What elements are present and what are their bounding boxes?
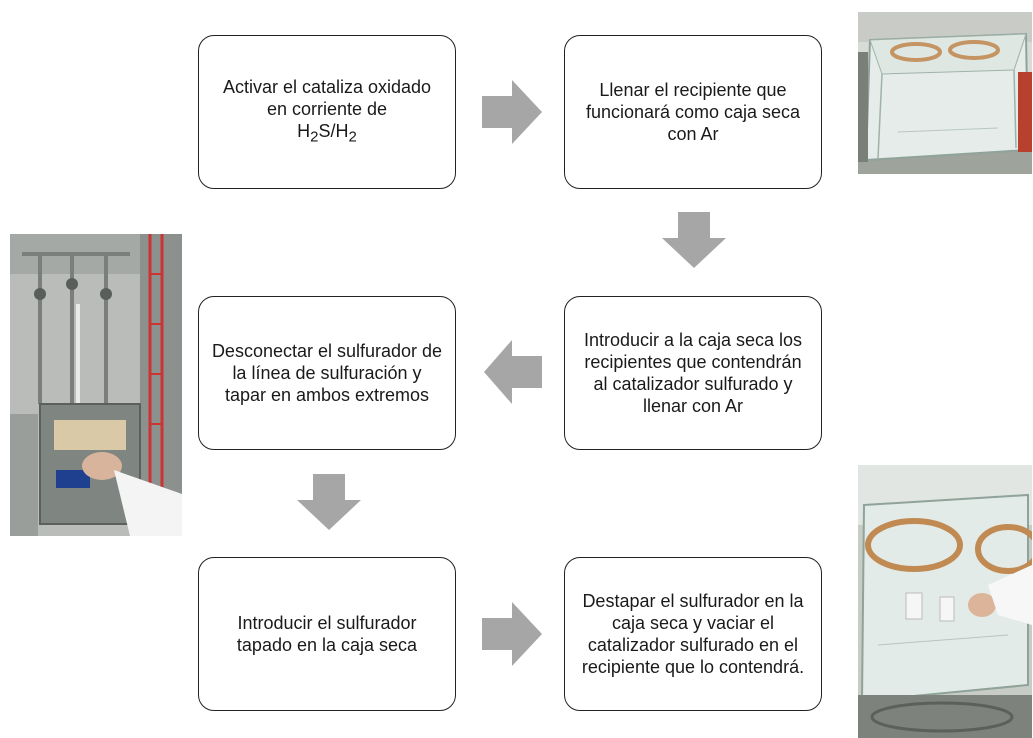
- step-5-text: Introducir el sulfurador tapado en la ca…: [236, 613, 418, 655]
- step-1-text: Activar el cataliza oxidado en corriente…: [222, 76, 432, 146]
- sulfurator-line-photo: [10, 234, 182, 536]
- glass-dry-box-photo: [858, 12, 1032, 174]
- step-2-text: Llenar el recipiente que funcionará como…: [585, 80, 801, 144]
- step-4-text: Desconectar el sulfurador de la línea de…: [211, 341, 443, 405]
- arrow-left-3-to-4: [484, 340, 542, 404]
- step-5-box: Introducir el sulfurador tapado en la ca…: [198, 557, 456, 711]
- arrow-right-1-to-2: [482, 80, 542, 144]
- step-3-text: Introducir a la caja seca los recipiente…: [583, 330, 803, 416]
- step-6-text: Destapar el sulfurador en la caja seca y…: [581, 591, 805, 677]
- step-1-box: Activar el cataliza oxidado en corriente…: [198, 35, 456, 189]
- step-3-box: Introducir a la caja seca los recipiente…: [564, 296, 822, 450]
- dry-box-transfer-photo: [858, 465, 1032, 738]
- arrow-down-2-to-3: [662, 212, 726, 268]
- arrow-right-5-to-6: [482, 602, 542, 666]
- step-6-box: Destapar el sulfurador en la caja seca y…: [564, 557, 822, 711]
- step-2-box: Llenar el recipiente que funcionará como…: [564, 35, 822, 189]
- step-1-formula: H2S/H2: [297, 120, 357, 146]
- arrow-down-4-to-5: [297, 474, 361, 530]
- step-4-box: Desconectar el sulfurador de la línea de…: [198, 296, 456, 450]
